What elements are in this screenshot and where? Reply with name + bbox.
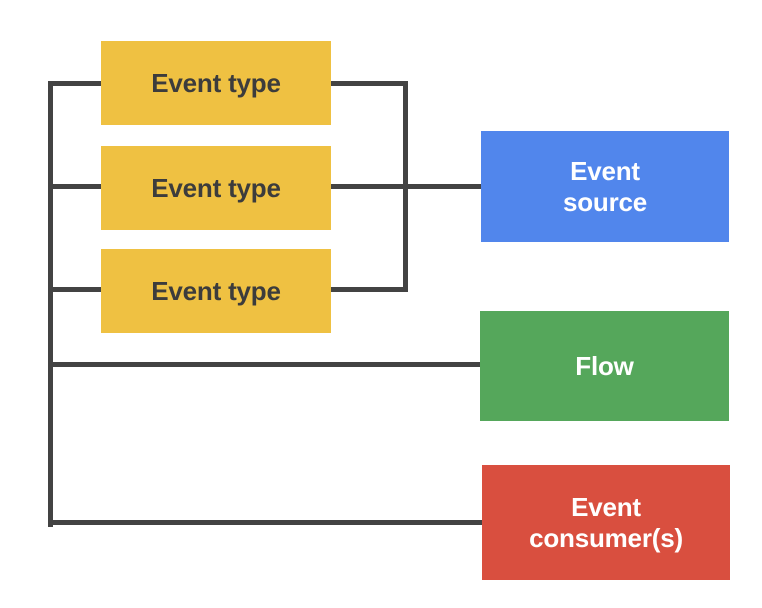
right-branch-wire-event-type-1: [328, 81, 408, 86]
event-type-label-3: Event type: [151, 275, 281, 306]
flow-box[interactable]: Flow: [480, 311, 729, 421]
right-branch-wire-event-type-3: [328, 287, 408, 292]
flow-horizontal-wire: [48, 362, 486, 367]
event-type-box-2[interactable]: Event type: [101, 146, 331, 230]
event-type-label-1: Event type: [151, 67, 281, 98]
right-branch-wire-event-type-2: [328, 184, 408, 189]
left-branch-wire-event-type-3: [48, 287, 106, 292]
event-type-label-2: Event type: [151, 172, 281, 203]
event-source-label: Event source: [562, 155, 648, 217]
event-type-box-3[interactable]: Event type: [101, 249, 331, 333]
event-consumer-box[interactable]: Event consumer(s): [482, 465, 730, 580]
event-consumer-label: Event consumer(s): [529, 491, 683, 553]
left-branch-wire-event-type-2: [48, 184, 106, 189]
left-branch-wire-event-type-1: [48, 81, 106, 86]
event-type-box-1[interactable]: Event type: [101, 41, 331, 125]
left-bus-vertical-wire: [48, 81, 53, 527]
flow-label: Flow: [575, 350, 634, 381]
consumer-horizontal-wire: [48, 520, 488, 525]
event-source-horizontal-wire: [403, 184, 488, 189]
event-source-box[interactable]: Event source: [481, 131, 729, 242]
